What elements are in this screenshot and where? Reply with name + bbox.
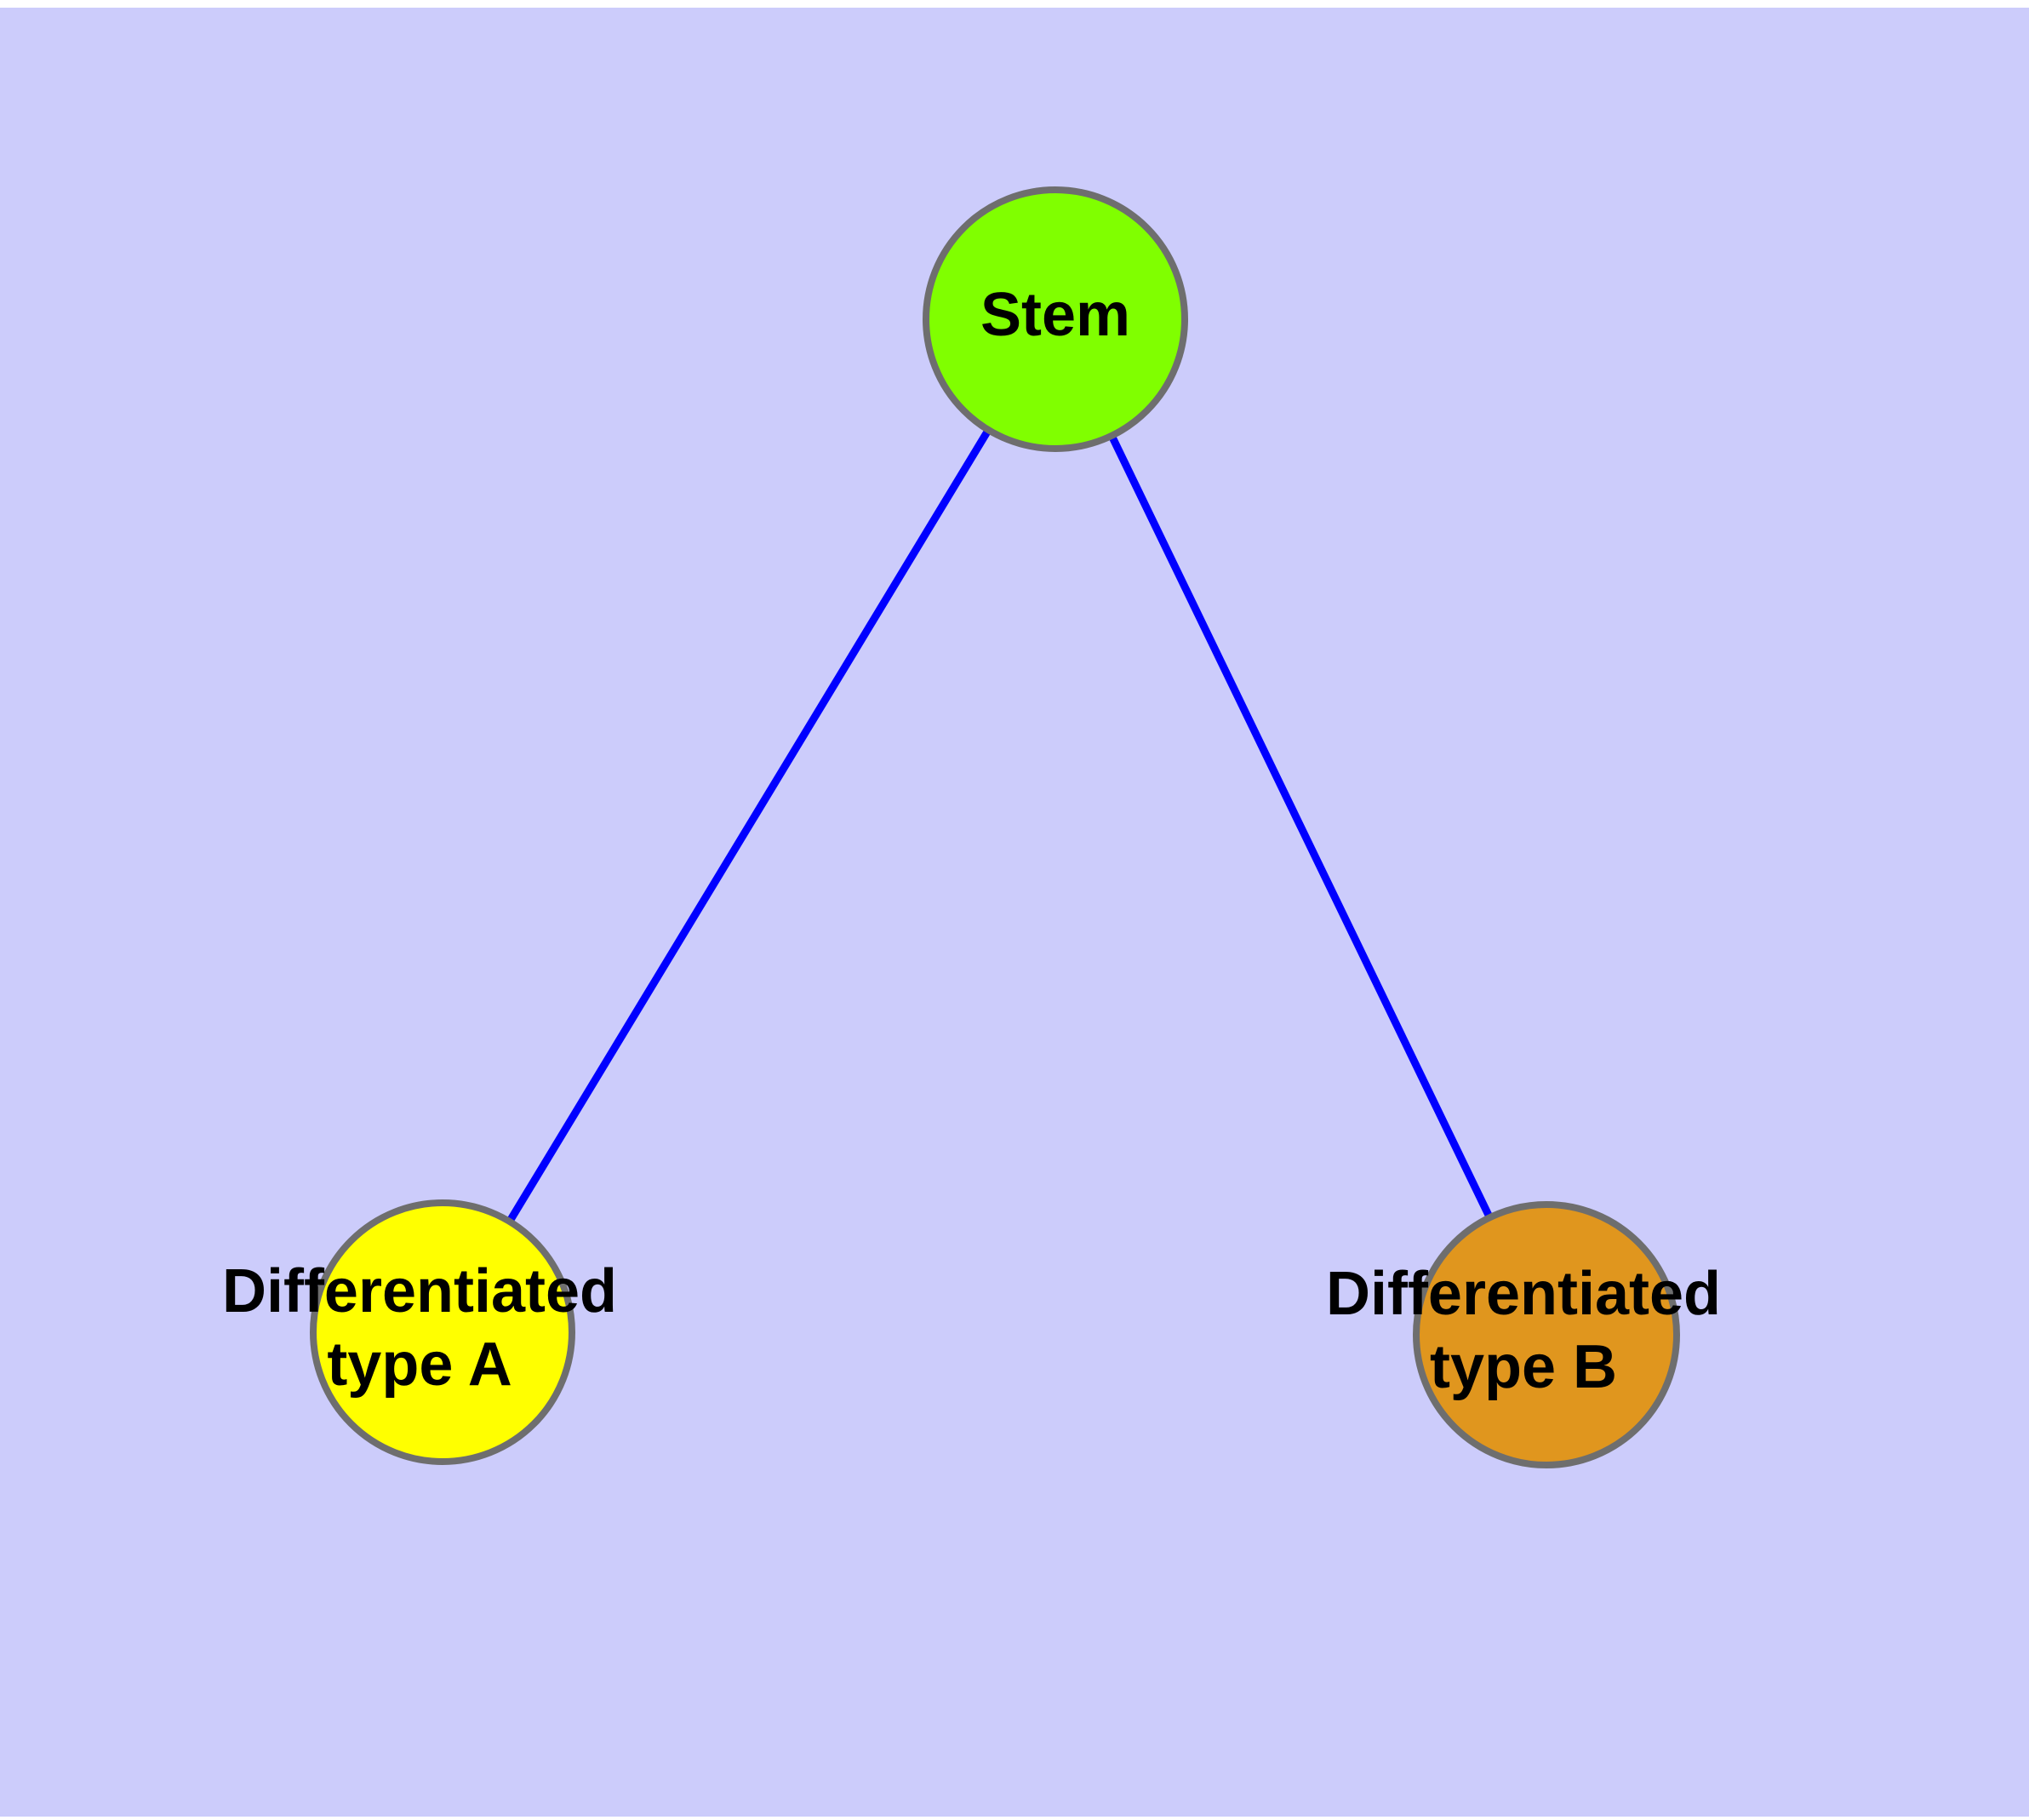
node-diff_a[interactable] [310,1199,575,1465]
node-label-line: type B [1430,1333,1617,1401]
node-label-line: Differentiated [1326,1260,1721,1328]
edge-stem-diff-b[interactable] [1106,429,1496,1224]
node-label-line: Stem [980,281,1130,349]
nodes-layer [310,186,1680,1468]
node-label-line: type A [327,1331,512,1399]
node-stem[interactable] [923,186,1188,452]
edges-layer [503,423,1496,1228]
node-label-stem: Stem [980,281,1130,349]
edge-stem-diff-a[interactable] [503,423,995,1228]
node-diff_b[interactable] [1413,1201,1680,1468]
node-label-line: Differentiated [222,1257,617,1325]
